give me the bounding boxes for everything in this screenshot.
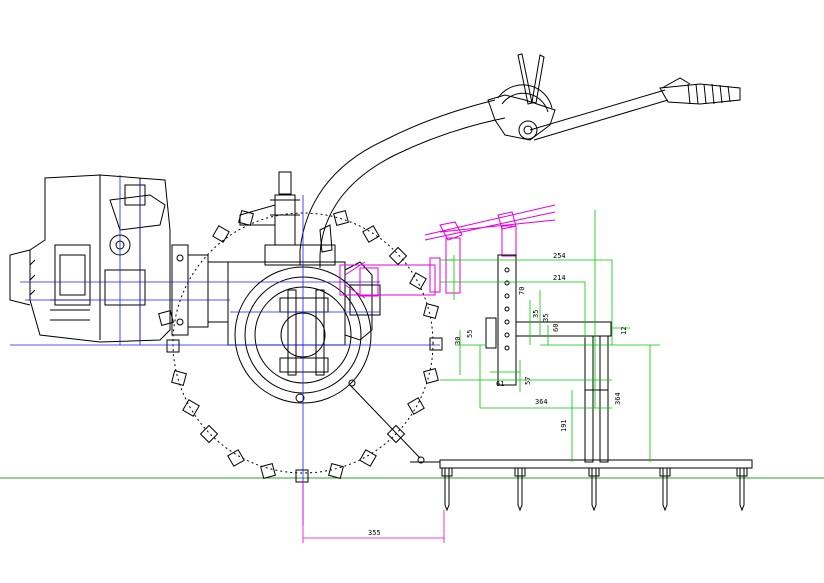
lever-left xyxy=(517,53,533,105)
lever-right xyxy=(531,54,545,104)
rake-post-left xyxy=(584,335,594,463)
dim-d2: 214 xyxy=(553,274,566,282)
control-housing xyxy=(487,94,556,141)
rake xyxy=(410,254,753,512)
rake-post-right xyxy=(599,335,609,463)
dim-d11: 55 xyxy=(466,330,474,338)
hand-grip xyxy=(659,83,741,105)
dimension-lines xyxy=(440,210,660,462)
rake-tines xyxy=(441,467,748,512)
dim-d3: 364 xyxy=(614,392,622,405)
control-knob-icon xyxy=(518,120,538,140)
wheel-cleats xyxy=(158,210,443,483)
base-dimension xyxy=(302,480,445,543)
dim-d5: 191 xyxy=(560,419,568,432)
dim-d7: 12 xyxy=(620,327,628,335)
dim-d8: 35 xyxy=(532,310,540,318)
dim-d14: 30 xyxy=(454,337,462,345)
dim-d10: 60 xyxy=(552,324,560,332)
centerlines xyxy=(10,175,440,525)
dim-d13: 57 xyxy=(524,377,532,385)
rake-mast xyxy=(497,254,517,386)
rake-arm xyxy=(515,321,612,337)
dimension-labels: 254 214 364 364 191 355 12 35 35 60 55 6… xyxy=(368,252,628,537)
dim-d9: 35 xyxy=(542,314,550,322)
dim-d6: 355 xyxy=(368,529,381,537)
dim-d12: 61 xyxy=(496,380,504,388)
dim-d4: 364 xyxy=(535,398,548,406)
hitch-attachment xyxy=(339,204,556,299)
dim-d1: 254 xyxy=(553,252,566,260)
dim-d15: 70 xyxy=(518,287,526,295)
handlebar xyxy=(299,53,741,268)
